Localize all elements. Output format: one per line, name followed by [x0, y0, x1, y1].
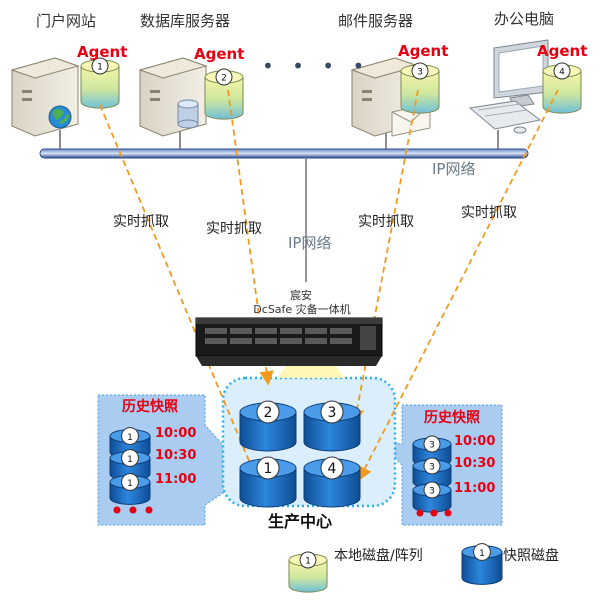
- more-hosts-ellipsis: • • • •: [262, 54, 371, 78]
- center-disk-4-number: 4: [328, 461, 337, 477]
- host-label-portal: 门户网站: [36, 12, 97, 30]
- snapshot-time-right-1: 10:00: [454, 434, 496, 449]
- snapshot-dots-left: [113, 506, 153, 514]
- appliance-brand: 宸安: [290, 289, 312, 302]
- ip-network-bus: [39, 148, 529, 159]
- center-disk-1: 1: [239, 456, 297, 508]
- snapshot-time-left-3: 11:00: [155, 472, 197, 487]
- legend-local-disk-label: 本地磁盘/阵列: [334, 548, 423, 564]
- snapshot-left-disk-2: 1: [109, 449, 151, 481]
- center-disk-2: 2: [239, 400, 297, 452]
- center-disk-3-number: 3: [328, 405, 337, 421]
- appliance-model: DcSafe 灾备一体机: [253, 303, 351, 316]
- host-label-mail: 邮件服务器: [338, 12, 414, 30]
- capture-arrow-1: [99, 104, 258, 479]
- center-disk-4: 4: [303, 456, 361, 508]
- ip-network-label-center: IP网络: [288, 234, 332, 252]
- appliance-link-glow: [277, 366, 345, 378]
- agent-disk-3: 3: [400, 62, 440, 114]
- legend-local-disk-icon-number: 1: [305, 557, 311, 567]
- legend-snapshot-disk-label: 快照磁盘: [503, 548, 559, 564]
- snapshot-title-left: 历史快照: [122, 399, 178, 415]
- agent-disk-4-number: 4: [559, 68, 565, 78]
- capture-label-1: 实时抓取: [113, 214, 169, 230]
- snapshot-right-disk-1-number: 3: [429, 441, 435, 451]
- agent-disk-1: 1: [80, 57, 120, 109]
- agent-disk-3-number: 3: [417, 68, 423, 78]
- snapshot-right-disk-2-number: 3: [429, 463, 435, 473]
- capture-label-3: 实时抓取: [358, 214, 414, 230]
- host-portal-server: [10, 57, 80, 137]
- snapshot-right-disk-3: 3: [412, 481, 452, 513]
- agent-label-2: Agent: [194, 45, 245, 63]
- agent-disk-1-number: 1: [97, 63, 103, 73]
- snapshot-dots-right: [416, 509, 452, 517]
- snapshot-time-right-2: 10:30: [454, 456, 496, 471]
- legend-snapshot-disk-icon: 1: [461, 543, 503, 585]
- agent-disk-2: 2: [204, 68, 244, 120]
- snapshot-left-disk-3-number: 1: [127, 479, 133, 489]
- agent-label-1: Agent: [77, 43, 128, 61]
- legend-snapshot-disk-icon-number: 1: [479, 549, 485, 559]
- capture-label-2: 实时抓取: [206, 221, 262, 237]
- center-disk-3: 3: [303, 400, 361, 452]
- host-office-pc: [468, 39, 549, 134]
- agent-disk-2-number: 2: [221, 74, 227, 84]
- snapshot-left-disk-2-number: 1: [127, 455, 133, 465]
- center-disk-1-number: 1: [264, 461, 273, 477]
- snapshot-right-disk-2: 3: [412, 457, 452, 489]
- host-label-database: 数据库服务器: [140, 12, 231, 30]
- snapshot-time-right-3: 11:00: [454, 481, 496, 496]
- production-center-title: 生产中心: [268, 512, 333, 531]
- snapshot-title-right: 历史快照: [424, 410, 480, 426]
- host-label-office: 办公电脑: [494, 10, 555, 28]
- snapshot-left-disk-3: 1: [109, 473, 151, 505]
- capture-arrow-4: [358, 89, 559, 482]
- capture-arrow-3: [349, 89, 419, 424]
- ip-network-label-right: IP网络: [432, 160, 476, 178]
- center-disk-2-number: 2: [264, 405, 273, 421]
- legend-local-disk-icon: 1: [288, 551, 328, 593]
- agent-label-4: Agent: [537, 42, 588, 60]
- snapshot-time-left-2: 10:30: [155, 448, 197, 463]
- dcsafe-appliance: [195, 317, 383, 366]
- snapshot-right-disk-3-number: 3: [429, 487, 435, 497]
- snapshot-time-left-1: 10:00: [155, 426, 197, 441]
- agent-disk-4: 4: [542, 62, 582, 114]
- agent-label-3: Agent: [398, 42, 449, 60]
- snapshot-left-disk-1-number: 1: [127, 433, 133, 443]
- capture-label-4: 实时抓取: [461, 205, 517, 221]
- host-database-server: [138, 57, 208, 137]
